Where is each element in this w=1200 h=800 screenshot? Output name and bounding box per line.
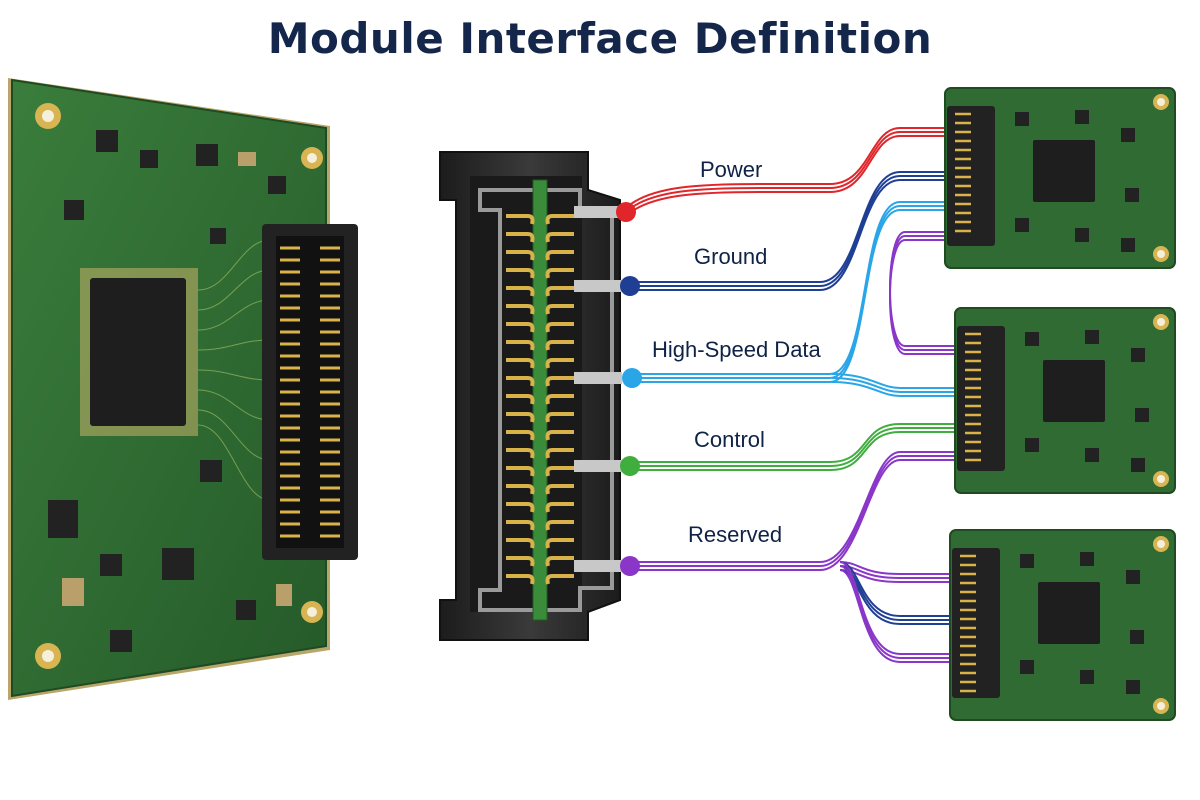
signal-label-control: Control <box>694 427 765 452</box>
mounting-hole-icon <box>35 103 323 669</box>
target-module-middle <box>954 307 1176 494</box>
signal-routes <box>574 127 958 663</box>
connector-cross-section <box>439 151 621 641</box>
target-module-bottom <box>949 529 1176 721</box>
signal-label-ground: Ground <box>694 244 767 269</box>
board-connector <box>262 224 358 560</box>
signal-label-reserved: Reserved <box>688 522 782 547</box>
signal-endpoint-power <box>574 202 636 222</box>
module-chip-icon <box>1043 360 1105 422</box>
signal-endpoint-control <box>574 456 640 476</box>
page-title: Module Interface Definition <box>267 14 933 63</box>
signal-label-power: Power <box>700 157 762 182</box>
main-chip-icon <box>80 268 198 436</box>
route-hsdata-2 <box>831 373 958 397</box>
main-pcb <box>8 78 358 700</box>
route-reserved-4 <box>839 561 955 663</box>
route-hs-mod2 <box>889 231 958 355</box>
module-chip-icon <box>1033 140 1095 202</box>
route-reserved-1 <box>630 451 958 571</box>
signal-endpoint-ground <box>574 276 640 296</box>
mounting-hole-icon <box>1153 94 1169 262</box>
signal-endpoint-hsdata <box>574 368 642 388</box>
signal-label-hsdata: High-Speed Data <box>652 337 822 362</box>
mounting-hole-icon <box>1153 314 1169 487</box>
mounting-hole-icon <box>1153 536 1169 714</box>
module-chip-icon <box>1038 582 1100 644</box>
route-ground <box>630 171 948 291</box>
route-power <box>625 127 948 217</box>
target-module-top <box>944 87 1176 269</box>
route-control <box>630 423 958 471</box>
signal-endpoint-reserved <box>574 556 640 576</box>
